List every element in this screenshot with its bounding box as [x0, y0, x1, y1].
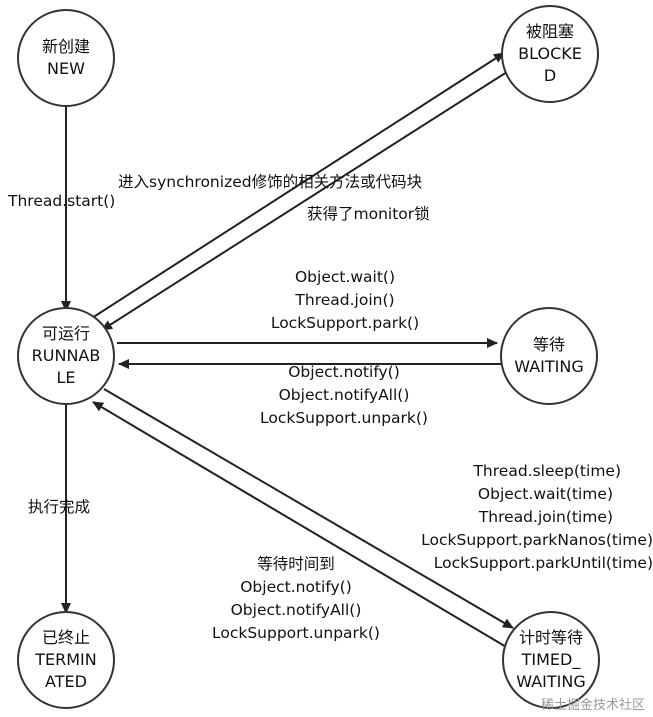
state-blocked-en-1: BLOCKE — [518, 44, 582, 63]
state-runnable: 可运行 RUNNAB LE — [17, 307, 115, 405]
label-execution-done-text: 执行完成 — [28, 498, 91, 516]
state-blocked: 被阻塞 BLOCKE D — [501, 5, 599, 103]
edge-timed-waiting-to-runnable — [92, 401, 509, 649]
label-got-monitor-text: 获得了monitor锁 — [307, 205, 430, 223]
state-waiting-en: WAITING — [514, 357, 584, 376]
state-new-cn: 新创建 — [41, 37, 90, 56]
label-from-waiting-line: LockSupport.unpark() — [260, 409, 428, 427]
label-from-timed-waiting-line: Object.notify() — [240, 578, 352, 596]
label-to-waiting-line: Thread.join() — [295, 291, 395, 309]
label-from-timed-waiting-line: Object.notifyAll() — [230, 601, 362, 619]
state-terminated-en-1: TERMIN — [35, 650, 97, 669]
state-timed-waiting-cn: 计时等待 — [518, 628, 583, 647]
label-to-timed-waiting-line: LockSupport.parkUntil(time) — [433, 554, 653, 572]
edge-runnable-to-timed-waiting — [103, 388, 514, 629]
label-to-timed-waiting-line: Thread.sleep(time) — [473, 462, 621, 480]
state-blocked-en-2: D — [543, 66, 557, 85]
label-execution-done: 执行完成 — [28, 496, 90, 519]
label-to-timed-waiting: Thread.sleep(time) Object.wait(time) Thr… — [395, 460, 653, 575]
label-to-waiting-line: Object.wait() — [294, 268, 396, 286]
watermark: 稀土掘金技术社区 — [540, 698, 645, 713]
state-timed-waiting-en-2: WAITING — [516, 672, 586, 691]
label-enter-synchronized-text: 进入synchronized修饰的相关方法或代码块 — [118, 173, 423, 191]
label-from-timed-waiting: 等待时间到 Object.notify() Object.notifyAll()… — [196, 553, 396, 645]
label-got-monitor: 获得了monitor锁 — [307, 203, 430, 226]
label-to-timed-waiting-line: Object.wait(time) — [477, 485, 613, 503]
label-from-timed-waiting-line: LockSupport.unpark() — [212, 624, 380, 642]
state-runnable-en-2: LE — [56, 368, 76, 387]
label-to-timed-waiting-line: Thread.join(time) — [478, 508, 613, 526]
state-terminated-en-2: ATED — [45, 672, 87, 691]
edge-runnable-to-blocked — [91, 52, 505, 319]
state-timed-waiting: 计时等待 TIMED_ WAITING — [502, 611, 600, 709]
label-from-waiting: Object.notify() Object.notifyAll() LockS… — [246, 361, 442, 430]
label-thread-start: Thread.start() — [8, 190, 115, 213]
label-from-waiting-line: Object.notify() — [288, 363, 400, 381]
label-from-waiting-line: Object.notifyAll() — [278, 386, 410, 404]
state-runnable-cn: 可运行 — [41, 324, 90, 343]
state-blocked-cn: 被阻塞 — [525, 22, 574, 41]
state-terminated: 已终止 TERMIN ATED — [17, 611, 115, 709]
label-from-timed-waiting-line: 等待时间到 — [257, 555, 335, 573]
state-waiting-cn: 等待 — [532, 335, 565, 354]
state-new-en: NEW — [47, 59, 85, 78]
state-new: 新创建 NEW — [17, 9, 115, 107]
label-thread-start-text: Thread.start() — [8, 192, 116, 210]
state-waiting: 等待 WAITING — [500, 307, 598, 405]
label-enter-synchronized: 进入synchronized修饰的相关方法或代码块 — [118, 171, 422, 194]
state-runnable-en-1: RUNNAB — [31, 346, 101, 365]
label-to-waiting: Object.wait() Thread.join() LockSupport.… — [258, 266, 432, 335]
label-to-timed-waiting-line: LockSupport.parkNanos(time) — [421, 531, 653, 549]
label-to-waiting-line: LockSupport.park() — [270, 314, 420, 332]
state-terminated-cn: 已终止 — [41, 628, 90, 647]
state-timed-waiting-en-1: TIMED_ — [521, 650, 581, 669]
edge-blocked-to-runnable — [101, 69, 511, 331]
